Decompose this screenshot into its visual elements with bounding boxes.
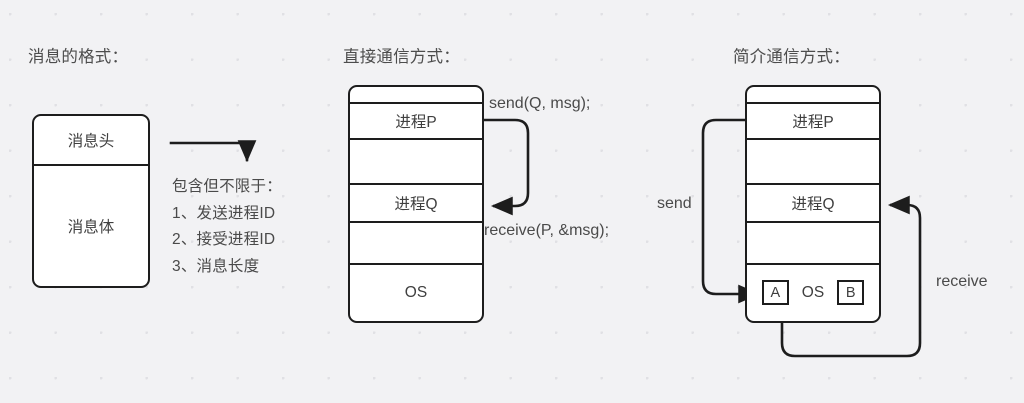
receive-flow-label: receive: [936, 273, 988, 290]
mailbox-b: B: [837, 280, 865, 305]
stack-row-process-q: 进程Q: [747, 185, 879, 223]
list-heading: 包含但不限于：: [172, 178, 282, 195]
stack-row-empty-top: [350, 87, 482, 104]
receive-call-label: receive(P, &msg);: [484, 222, 610, 239]
os-mailbox-row: A OS B: [747, 265, 879, 320]
message-field-list: 包含但不限于： 1、发送进程ID 2、接受进程ID 3、消息长度: [172, 174, 282, 280]
page-title-message-format: 消息的格式：: [28, 48, 129, 66]
send-call-label: send(Q, msg);: [489, 95, 591, 112]
stack-row-empty-2: [747, 223, 879, 265]
stack-row-process-q: 进程Q: [350, 185, 482, 223]
message-format-box: 消息头 消息体: [32, 114, 150, 288]
message-body-cell: 消息体: [67, 219, 115, 236]
list-item: 2、接受进程ID: [172, 231, 276, 248]
message-header-cell: 消息头: [34, 116, 148, 166]
elbow-arrow-down-icon: [169, 140, 257, 163]
os-label: OS: [801, 283, 825, 301]
stack-row-empty-1: [747, 140, 879, 185]
list-item: 1、发送进程ID: [172, 204, 276, 222]
direct-message-arrow-icon: [484, 118, 530, 216]
mailbox-a: A: [761, 280, 789, 305]
stack-row-os: OS: [404, 283, 428, 301]
send-flow-label: send: [657, 195, 692, 212]
stack-row-empty-2: [350, 223, 482, 265]
stack-row-empty-1: [350, 140, 482, 185]
page-title-direct-communication: 直接通信方式：: [343, 48, 460, 66]
stack-row-empty-top: [747, 87, 879, 104]
direct-process-stack: 进程P 进程Q OS: [348, 85, 484, 323]
list-item: 3、消息长度: [172, 257, 260, 275]
page-title-indirect-communication: 简介通信方式：: [733, 48, 850, 66]
indirect-process-stack: 进程P 进程Q A OS B: [745, 85, 881, 323]
stack-row-process-p: 进程P: [747, 104, 879, 140]
stack-row-process-p: 进程P: [350, 104, 482, 140]
